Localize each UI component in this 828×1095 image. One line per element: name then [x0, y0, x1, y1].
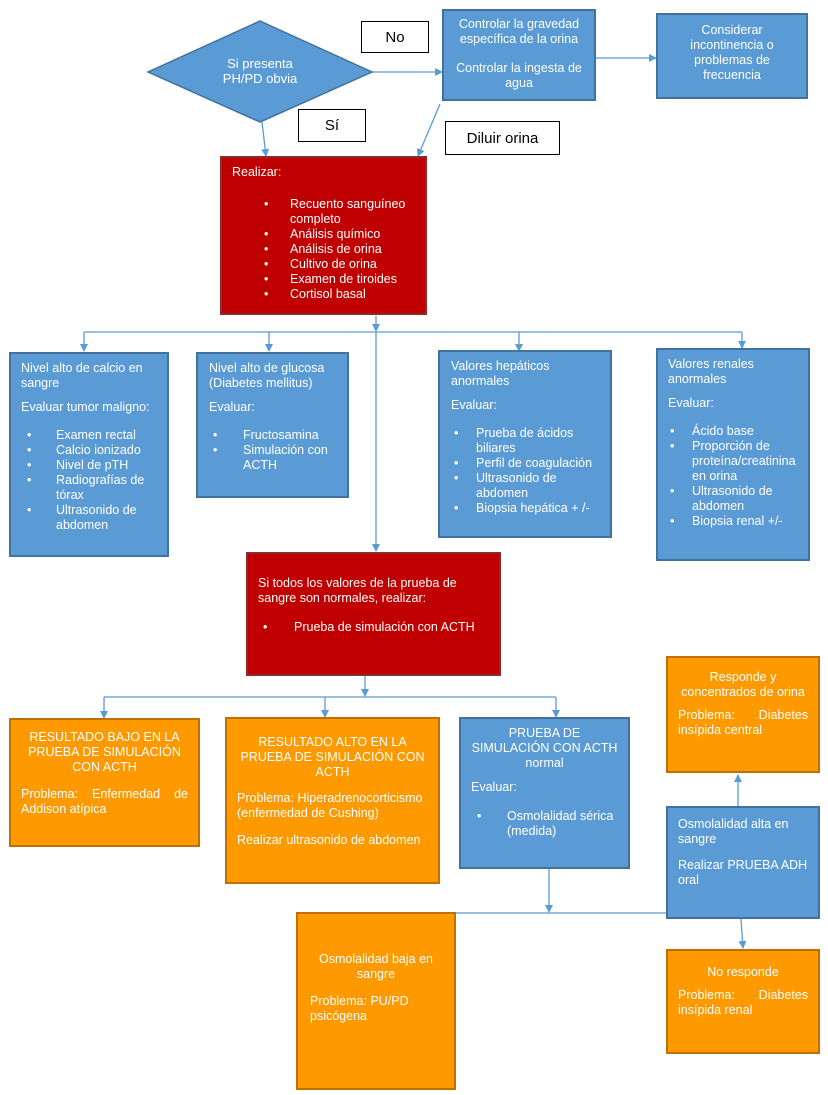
no-responde-title: No responde	[707, 965, 779, 979]
realizar-box: Realizar: Recuento sanguíneo completoAná…	[220, 156, 427, 315]
bullet-item: Ácido base	[670, 424, 798, 439]
renales-subtitle: Evaluar:	[668, 396, 714, 410]
bullet-item: Examen rectal	[27, 428, 157, 443]
responde-title: Responde y concentrados de orina	[681, 670, 805, 699]
no-responde-problem: Problema: Diabetes insípida renal	[678, 988, 808, 1017]
label-si: Sí	[298, 109, 366, 142]
calcio-box: Nivel alto de calcio en sangre Evaluar t…	[9, 352, 169, 557]
bullet-item: Perfil de coagulación	[454, 456, 599, 471]
osm-alta-title: Osmolalidad alta en sangre	[678, 817, 789, 846]
bullet-item: Ultrasonido de abdomen	[454, 471, 599, 501]
controlar-line2: Controlar la ingesta de agua	[456, 61, 582, 90]
glucosa-subtitle: Evaluar:	[209, 400, 255, 414]
normales-title: Si todos los valores de la prueba de san…	[258, 576, 457, 605]
glucosa-title: Nivel alto de glucosa (Diabetes mellitus…	[209, 361, 325, 390]
acth-normal-box: PRUEBA DE SIMULACIÓN CON ACTH normal Eva…	[459, 717, 630, 869]
acth-normal-title: PRUEBA DE SIMULACIÓN CON ACTH normal	[471, 726, 618, 770]
hepaticos-title: Valores hepáticos anormales	[451, 359, 550, 388]
calcio-subtitle: Evaluar tumor maligno:	[21, 400, 150, 414]
bullet-item: Radiografías de tórax	[27, 473, 157, 503]
controlar-box: Controlar la gravedad específica de la o…	[442, 9, 596, 101]
bullet-item: Recuento sanguíneo completo	[264, 197, 415, 227]
acth-normal-list: Osmolalidad sérica (medida)	[471, 809, 618, 839]
bullet-item: Examen de tiroides	[264, 272, 415, 287]
bullet-item: Osmolalidad sérica (medida)	[477, 809, 618, 839]
responde-box: Responde y concentrados de orina Problem…	[666, 656, 820, 773]
osm-baja-problem: Problema: PU/PD psicógena	[310, 994, 409, 1023]
alto-box: RESULTADO ALTO EN LA PRUEBA DE SIMULACIÓ…	[225, 717, 440, 884]
bajo-title: RESULTADO BAJO EN LA PRUEBA DE SIMULACIÓ…	[28, 730, 181, 774]
glucosa-list: FructosaminaSimulación con ACTH	[209, 428, 336, 473]
osm-alta-action: Realizar PRUEBA ADH oral	[678, 858, 808, 887]
bullet-item: Nivel de pTH	[27, 458, 157, 473]
bullet-item: Análisis químico	[264, 227, 415, 242]
realizar-title: Realizar:	[232, 165, 282, 179]
glucosa-box: Nivel alto de glucosa (Diabetes mellitus…	[196, 352, 349, 498]
osm-baja-box: Osmolalidad baja en sangre Problema: PU/…	[296, 912, 456, 1090]
bullet-item: Calcio ionizado	[27, 443, 157, 458]
bajo-box: RESULTADO BAJO EN LA PRUEBA DE SIMULACIÓ…	[9, 718, 200, 847]
alto-problem: Problema: Hiperadrenocorticismo (enferme…	[237, 791, 423, 820]
responde-problem: Problema: Diabetes insípida central	[678, 708, 808, 737]
no-responde-box: No responde Problema: Diabetes insípida …	[666, 949, 820, 1054]
decision-line2: PH/PD obvia	[222, 71, 298, 86]
renales-title: Valores renales anormales	[668, 357, 754, 386]
alto-action: Realizar ultrasonido de abdomen	[237, 833, 421, 847]
bullet-item: Ultrasonido de abdomen	[27, 503, 157, 533]
realizar-list: Recuento sanguíneo completoAnálisis quím…	[232, 197, 415, 302]
bullet-item: Análisis de orina	[264, 242, 415, 257]
bullet-item: Biopsia hepática + /-	[454, 501, 599, 516]
bullet-item: Simulación con ACTH	[213, 443, 336, 473]
controlar-line1: Controlar la gravedad específica de la o…	[458, 17, 580, 46]
decision-text: Si presenta PH/PD obvia	[200, 56, 320, 86]
calcio-title: Nivel alto de calcio en sangre	[21, 361, 143, 390]
renales-list: Ácido baseProporción de proteína/creatin…	[668, 424, 798, 529]
normales-box: Si todos los valores de la prueba de san…	[246, 552, 501, 676]
decision-diamond	[146, 20, 374, 123]
bullet-item: Prueba de ácidos biliares	[454, 426, 599, 456]
decision-line1: Si presenta	[227, 56, 293, 71]
bajo-problem: Problema: Enfermedad de Addison atípica	[21, 787, 188, 816]
bullet-item: Biopsia renal +/-	[670, 514, 798, 529]
bullet-item: Cortisol basal	[264, 287, 415, 302]
alto-title: RESULTADO ALTO EN LA PRUEBA DE SIMULACIÓ…	[240, 735, 425, 779]
label-no: No	[361, 21, 429, 53]
osm-baja-title: Osmolalidad baja en sangre	[319, 952, 433, 981]
considerar-box: Considerar incontinencia o problemas de …	[656, 13, 808, 99]
bullet-item: Fructosamina	[213, 428, 336, 443]
acth-normal-subtitle: Evaluar:	[471, 780, 517, 794]
renales-box: Valores renales anormales Evaluar: Ácido…	[656, 348, 810, 561]
osm-alta-box: Osmolalidad alta en sangre Realizar PRUE…	[666, 806, 820, 919]
bullet-item: Prueba de simulación con ACTH	[263, 620, 489, 635]
normales-list: Prueba de simulación con ACTH	[258, 620, 489, 635]
calcio-list: Examen rectalCalcio ionizadoNivel de pTH…	[21, 428, 157, 533]
hepaticos-subtitle: Evaluar:	[451, 398, 497, 412]
bullet-item: Ultrasonido de abdomen	[670, 484, 798, 514]
bullet-item: Proporción de proteína/creatinina en ori…	[670, 439, 798, 484]
bullet-item: Cultivo de orina	[264, 257, 415, 272]
considerar-text: Considerar incontinencia o problemas de …	[690, 23, 774, 82]
label-diluir: Diluir orina	[445, 121, 560, 155]
hepaticos-box: Valores hepáticos anormales Evaluar: Pru…	[438, 350, 612, 538]
hepaticos-list: Prueba de ácidos biliaresPerfil de coagu…	[451, 426, 599, 516]
